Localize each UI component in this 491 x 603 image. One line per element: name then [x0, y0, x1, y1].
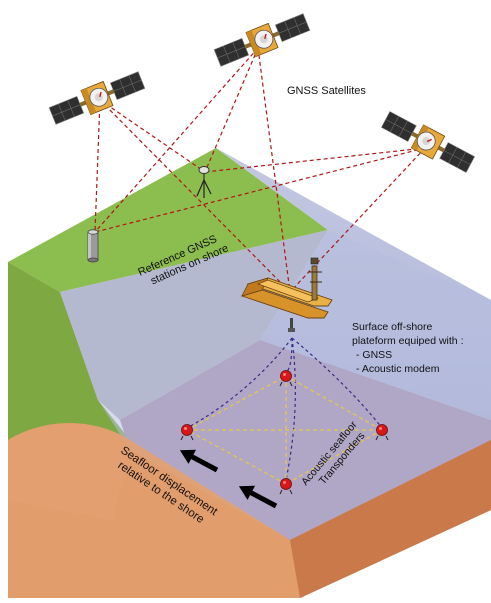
platform-label-line3: - GNSS	[356, 349, 392, 361]
acoustic-signal-lines	[186, 337, 383, 481]
satellite-icon	[48, 71, 146, 125]
gnss-satellites-label: GNSS Satellites	[287, 85, 366, 97]
transponder-icon	[375, 424, 389, 441]
water-front-face	[60, 230, 491, 540]
transponder-icon	[279, 370, 293, 387]
satellite-signal-lines	[94, 47, 426, 293]
transponder-icon	[279, 478, 293, 495]
platform-label-line2: plateform equiped with :	[352, 335, 463, 347]
transponder-icon	[180, 424, 194, 441]
platform-label-line1: Surface off-shore	[352, 321, 433, 333]
platform-icon	[240, 257, 333, 332]
arrow-left-icon	[179, 449, 219, 473]
sand-under-water	[8, 423, 300, 598]
platform-label: Surface off-shore plateform equiped with…	[352, 321, 463, 375]
satellite-icon	[380, 111, 476, 173]
transponders	[180, 370, 389, 495]
survey-tripod-icon	[196, 166, 212, 198]
terrain-block	[8, 148, 491, 598]
land-side	[8, 262, 130, 440]
seafloor-front-right	[290, 440, 491, 598]
transponder-baselines	[186, 375, 383, 485]
satellite-icon	[213, 13, 311, 67]
arrow-left-icon	[238, 485, 278, 509]
gnss-antenna-icon	[87, 229, 99, 263]
platform-label-line4: - Acoustic modem	[356, 363, 440, 375]
displacement-arrows	[179, 449, 278, 509]
